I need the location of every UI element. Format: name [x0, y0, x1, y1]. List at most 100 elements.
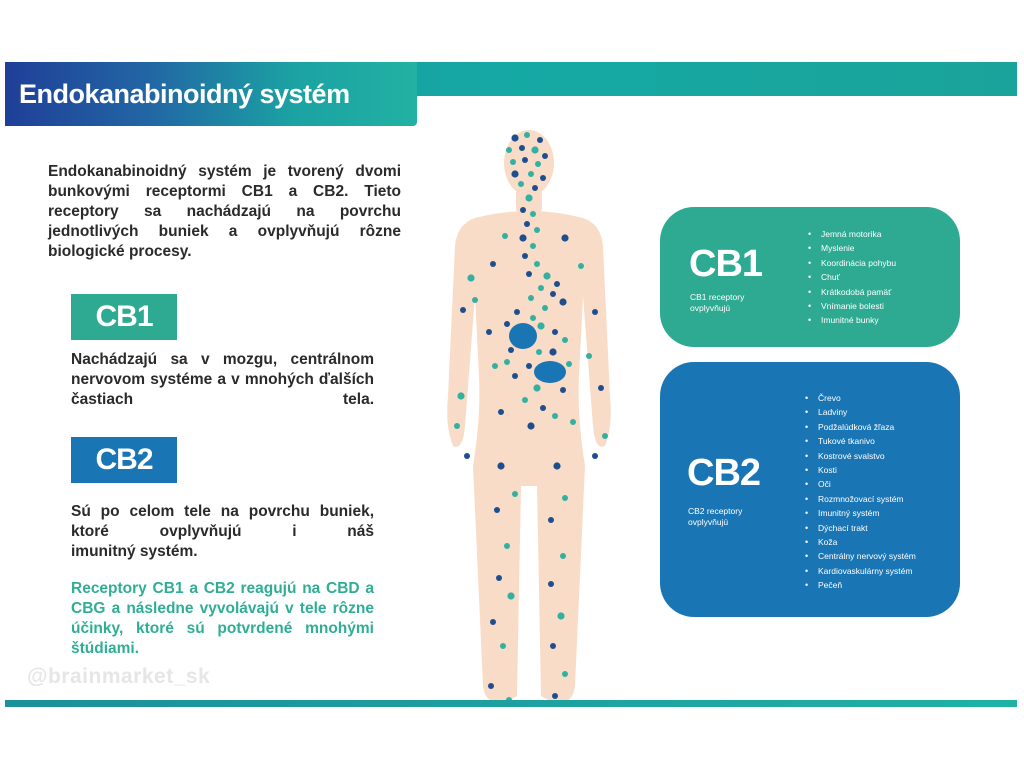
receptor-dot — [526, 363, 532, 369]
receptor-dot — [548, 517, 554, 523]
receptor-dot — [527, 422, 535, 430]
receptor-dot — [457, 392, 465, 400]
cb1-description: Nachádzajú sa v mozgu, centrálnom nervov… — [71, 351, 374, 408]
receptor-dot — [552, 329, 558, 335]
cb1-box-subtitle: CB1 receptory ovplyvňujú — [690, 292, 745, 313]
receptor-dot — [540, 175, 546, 181]
receptor-dot — [514, 309, 520, 315]
receptor-dot — [542, 153, 548, 159]
receptor-dot — [528, 295, 534, 301]
receptor-dot — [522, 157, 528, 163]
infographic-card: Endokanabinoidný systém Endokanabinoidný… — [5, 62, 1017, 707]
cb2-effect-item: Kardiovaskulárny systém — [805, 564, 916, 579]
cb2-effect-item: Imunitný systém — [805, 506, 916, 521]
receptor-dot — [561, 234, 569, 242]
receptor-dot — [528, 171, 534, 177]
receptor-dots — [454, 132, 608, 703]
cb2-badge: CB2 — [71, 437, 177, 483]
receptor-dot — [554, 281, 560, 287]
receptor-dot — [511, 134, 519, 142]
cb2-description-last-line: imunitný systém. — [71, 543, 198, 560]
receptor-dot — [570, 419, 576, 425]
receptor-dot — [533, 384, 541, 392]
page-title: Endokanabinoidný systém — [19, 78, 350, 109]
title-banner: Endokanabinoidný systém — [5, 62, 417, 126]
receptor-dot — [530, 243, 536, 249]
cb2-effect-item: Oči — [805, 477, 916, 492]
receptor-organs — [509, 323, 566, 383]
receptor-dot — [562, 671, 568, 677]
receptor-dot — [504, 321, 510, 327]
cb1-effect-item: Chuť — [808, 270, 896, 285]
receptor-dot — [578, 263, 584, 269]
cb2-effect-item: Koža — [805, 535, 916, 550]
receptor-dot — [490, 261, 496, 267]
receptor-dot — [522, 397, 528, 403]
receptor-dot — [524, 132, 530, 138]
receptor-dot — [467, 274, 475, 282]
receptor-dot — [522, 253, 528, 259]
watermark: @brainmarket_sk — [27, 665, 211, 688]
receptor-dot — [506, 147, 512, 153]
receptor-dot — [543, 272, 551, 280]
receptor-dot — [566, 361, 572, 367]
intro-text: Endokanabinoidný systém je tvorený dvomi… — [48, 163, 401, 260]
receptor-dot — [512, 491, 518, 497]
cb1-info-box: CB1 CB1 receptory ovplyvňujú Jemná motor… — [660, 207, 960, 347]
cb2-description-main: Sú po celom tele na povrchu buniek, ktor… — [71, 503, 374, 540]
receptor-dot — [530, 315, 536, 321]
receptor-dot — [549, 348, 557, 356]
receptor-dot — [534, 227, 540, 233]
cb1-effects-list: Jemná motorikaMyslenieKoordinácia pohybu… — [808, 227, 896, 328]
cb2-effect-item: Ladviny — [805, 405, 916, 420]
cb2-description: Sú po celom tele na povrchu buniek, ktor… — [71, 502, 374, 562]
receptor-dot — [464, 453, 470, 459]
cb1-effect-item: Jemná motorika — [808, 227, 896, 242]
receptor-dot — [490, 619, 496, 625]
receptor-dot — [510, 159, 516, 165]
receptor-dot — [504, 359, 510, 365]
receptor-dot — [504, 543, 510, 549]
cb2-effect-item: Pečeň — [805, 578, 916, 593]
cb1-effect-item: Myslenie — [808, 241, 896, 256]
receptor-dot — [537, 137, 543, 143]
receptor-dot — [542, 305, 548, 311]
receptor-dot — [454, 423, 460, 429]
cb1-effect-item: Krátkodobá pamäť — [808, 285, 896, 300]
receptor-dot — [511, 170, 519, 178]
receptor-dot — [472, 297, 478, 303]
receptor-dot — [519, 145, 525, 151]
receptor-dot — [525, 194, 533, 202]
cb2-effect-item: Kosti — [805, 463, 916, 478]
receptor-dot — [598, 385, 604, 391]
receptor-dot — [498, 409, 504, 415]
cb1-effect-item: Imunitné bunky — [808, 313, 896, 328]
receptor-dot — [531, 146, 539, 154]
receptor-dot — [562, 337, 568, 343]
receptor-dot — [602, 433, 608, 439]
receptor-dot — [496, 575, 502, 581]
receptor-dot — [557, 612, 565, 620]
receptor-dot — [535, 161, 541, 167]
receptor-dot — [512, 373, 518, 379]
receptor-dot — [560, 553, 566, 559]
receptor-dot — [552, 693, 558, 699]
receptor-dot — [536, 349, 542, 355]
cb2-effect-item: Rozmnožovací systém — [805, 492, 916, 507]
receptor-dot — [520, 207, 526, 213]
highlight-text: Receptory CB1 a CB2 reagujú na CBD a CBG… — [71, 580, 374, 657]
cb1-badge: CB1 — [71, 294, 177, 340]
receptor-dot — [534, 261, 540, 267]
receptor-dot — [532, 185, 538, 191]
receptor-dot — [530, 211, 536, 217]
receptor-dot — [492, 363, 498, 369]
receptor-dot — [586, 353, 592, 359]
receptor-dot — [562, 495, 568, 501]
cb2-effects-list: ČrevoLadvinyPodžalúdková žľazaTukové tka… — [805, 391, 916, 593]
receptor-dot — [540, 405, 546, 411]
body-silhouette — [447, 130, 611, 704]
receptor-dot — [560, 387, 566, 393]
cb2-effect-item: Tukové tkanivo — [805, 434, 916, 449]
receptor-dot — [507, 592, 515, 600]
receptor-dot — [559, 298, 567, 306]
